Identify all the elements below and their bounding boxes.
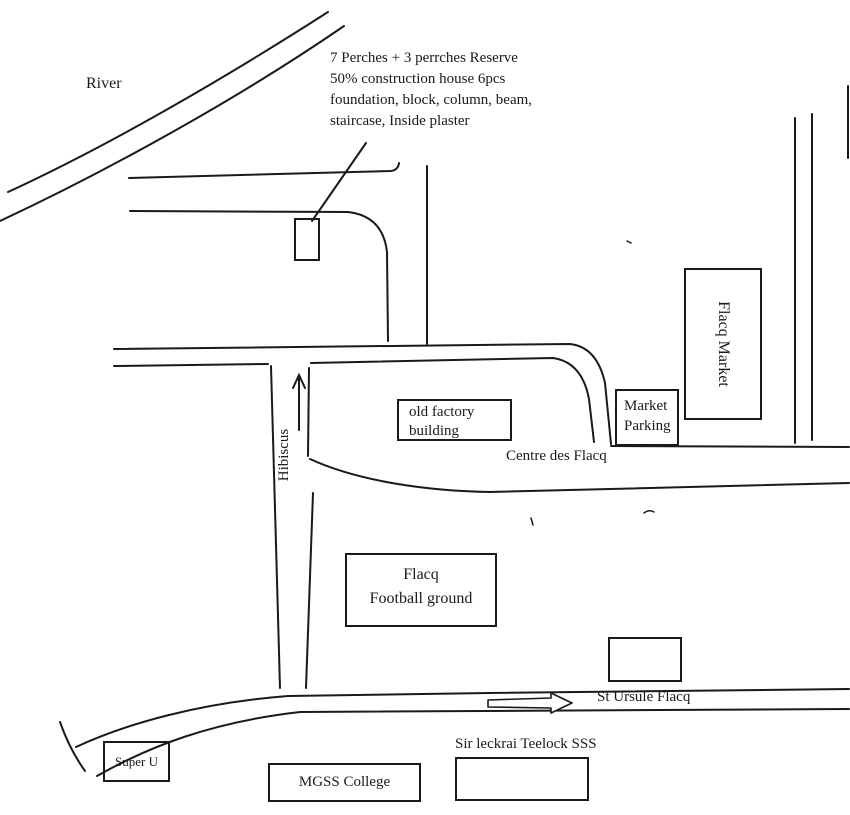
football-ground-box: Flacq Football ground bbox=[345, 553, 497, 627]
middle-road-lower-right bbox=[310, 356, 595, 443]
st-ursule-arrow-icon bbox=[487, 692, 573, 714]
football-ground-label-line-1: Flacq bbox=[403, 566, 439, 583]
annotation-line-3: foundation, block, column, beam, bbox=[330, 92, 533, 108]
hibiscus-road-label: Hibiscus bbox=[276, 428, 292, 482]
river-line-upper bbox=[7, 11, 329, 193]
centre-des-flacq-road-label: Centre des Flacq bbox=[506, 448, 607, 464]
ursule-road-upper bbox=[75, 688, 850, 748]
ursule-road-lower bbox=[96, 708, 850, 777]
middle-road-lower-left bbox=[113, 363, 269, 367]
reserve-plot-box bbox=[294, 218, 320, 261]
stray-mark-3 bbox=[643, 509, 655, 514]
middle-road-upper bbox=[113, 342, 612, 445]
centre-road-upper bbox=[610, 445, 850, 448]
annotation-line-2: 50% construction house 6pcs bbox=[330, 71, 506, 87]
hibiscus-road-right-upper bbox=[307, 367, 310, 457]
market-parking-box: Market Parking bbox=[615, 389, 679, 446]
top-road-upper bbox=[128, 162, 400, 179]
mgss-college-box: MGSS College bbox=[268, 763, 421, 802]
mgss-college-label: MGSS College bbox=[298, 774, 391, 790]
stray-mark-2 bbox=[530, 517, 534, 526]
annotation-line-4: staircase, Inside plaster bbox=[330, 113, 470, 129]
market-parking-label: Market Parking bbox=[624, 398, 671, 434]
hibiscus-road-left bbox=[270, 365, 281, 689]
flacq-market-box: Flacq Market bbox=[684, 268, 762, 420]
hibiscus-road-right-lower bbox=[305, 492, 314, 689]
unlabeled-box bbox=[608, 637, 682, 682]
sir-leckrai-box bbox=[455, 757, 589, 801]
river-line-lower bbox=[0, 25, 345, 222]
ursule-road-end-stub bbox=[59, 721, 86, 772]
annotation-pointer-line bbox=[311, 142, 367, 222]
annotation-line-1: 7 Perches + 3 perrches Reserve bbox=[330, 50, 518, 66]
football-ground-label-line-2: Football ground bbox=[369, 590, 473, 607]
hibiscus-arrow-head bbox=[292, 372, 306, 389]
old-factory-label: old factory building bbox=[409, 404, 475, 439]
super-u-box: Super U bbox=[103, 741, 170, 782]
plot-annotation: 7 Perches + 3 perrches Reserve 50% const… bbox=[330, 48, 532, 132]
old-factory-box: old factory building bbox=[397, 399, 512, 441]
stray-mark-1 bbox=[626, 240, 632, 244]
st-ursule-road-label: St Ursule Flacq bbox=[597, 689, 691, 705]
river-label: River bbox=[86, 75, 122, 92]
top-road-lower bbox=[129, 210, 389, 342]
centre-road-lower bbox=[309, 458, 850, 494]
super-u-label: Super U bbox=[115, 753, 158, 769]
sir-leckrai-label: Sir leckrai Teelock SSS bbox=[455, 736, 597, 752]
flacq-market-label: Flacq Market bbox=[715, 301, 732, 387]
